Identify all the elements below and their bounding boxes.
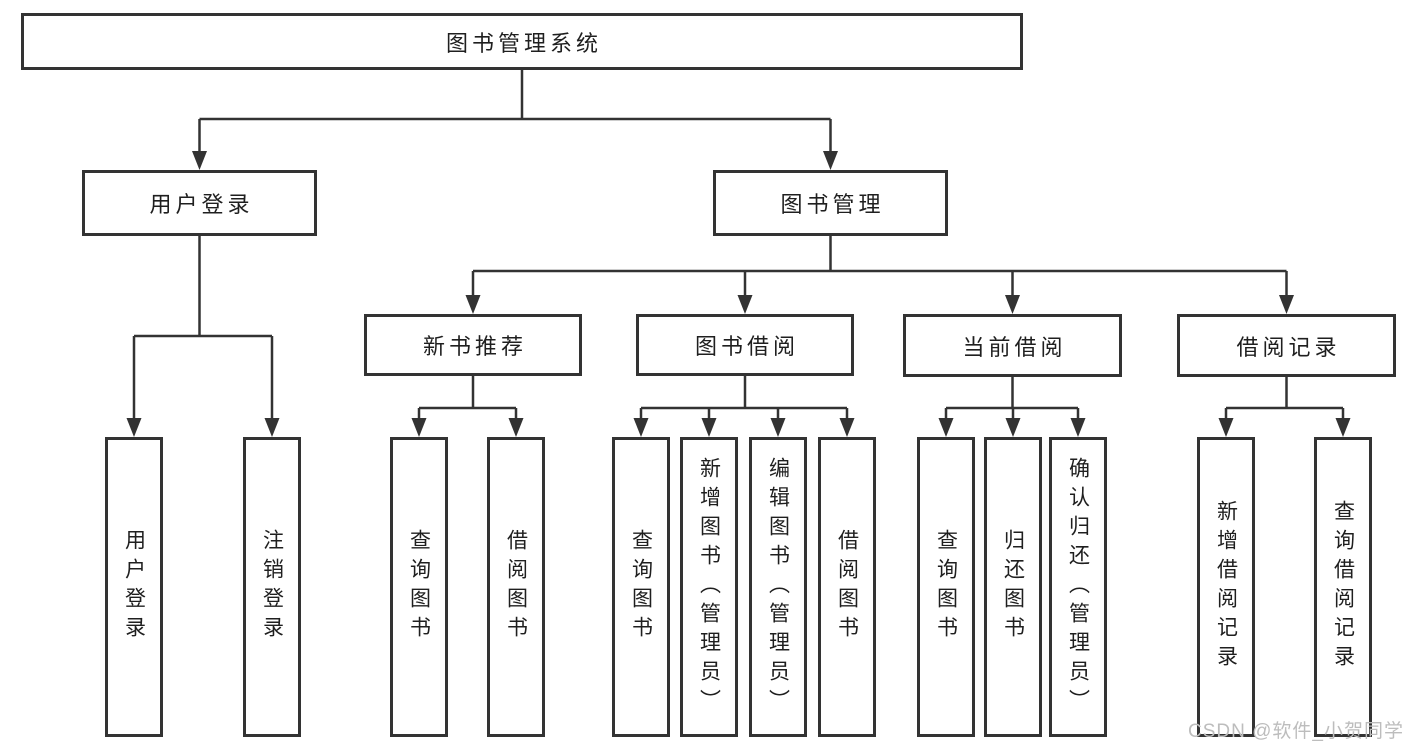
csdn-watermark: CSDN @软件_小贺同学 xyxy=(1188,721,1404,742)
leaf-label: 编辑图书（管理员） xyxy=(766,456,790,718)
node-book-management: 图书管理 xyxy=(713,170,948,236)
leaf-label: 归还图书 xyxy=(1001,529,1025,645)
node-label: 图书管理 xyxy=(780,192,885,217)
node-library-management-system: 图书管理系统 xyxy=(21,13,1023,70)
leaf-label: 查询借阅记录 xyxy=(1331,500,1355,674)
leaf-borrow-books-borrowing: 借阅图书 xyxy=(818,437,876,737)
leaf-edit-book-admin: 编辑图书（管理员） xyxy=(749,437,807,737)
leaf-borrow-books-recommend: 借阅图书 xyxy=(487,437,545,737)
leaf-query-books-current: 查询图书 xyxy=(917,437,975,737)
leaf-label: 查询图书 xyxy=(629,529,653,645)
node-book-borrowing: 图书借阅 xyxy=(636,314,854,376)
leaf-return-book: 归还图书 xyxy=(984,437,1042,737)
leaf-query-books-recommend: 查询图书 xyxy=(390,437,448,737)
node-label: 当前借阅 xyxy=(962,334,1067,360)
leaf-label: 借阅图书 xyxy=(504,529,528,645)
leaf-confirm-return-admin: 确认归还（管理员） xyxy=(1049,437,1107,737)
leaf-label: 新增借阅记录 xyxy=(1214,500,1238,674)
leaf-add-borrow-record: 新增借阅记录 xyxy=(1197,437,1255,737)
node-label: 新书推荐 xyxy=(422,334,527,359)
node-user-login-group: 用户登录 xyxy=(82,170,317,236)
leaf-label: 借阅图书 xyxy=(835,529,859,645)
leaf-query-books-borrowing: 查询图书 xyxy=(612,437,670,737)
node-label: 用户登录 xyxy=(149,192,254,217)
node-label: 借阅记录 xyxy=(1236,334,1341,360)
leaf-query-borrow-record: 查询借阅记录 xyxy=(1314,437,1372,737)
node-label: 图书管理系统 xyxy=(445,30,602,56)
node-label: 图书借阅 xyxy=(694,334,799,359)
leaf-label: 用户登录 xyxy=(122,529,146,645)
leaf-add-book-admin: 新增图书（管理员） xyxy=(680,437,738,737)
node-current-borrowing: 当前借阅 xyxy=(903,314,1122,377)
leaf-label: 查询图书 xyxy=(407,529,431,645)
leaf-label: 查询图书 xyxy=(934,529,958,645)
leaf-label: 新增图书（管理员） xyxy=(697,456,721,718)
arrowheads xyxy=(126,151,1351,437)
node-borrowing-records: 借阅记录 xyxy=(1177,314,1396,377)
leaf-user-login: 用户登录 xyxy=(105,437,163,737)
leaf-label: 注销登录 xyxy=(260,529,284,645)
node-new-book-recommendation: 新书推荐 xyxy=(364,314,582,376)
leaf-label: 确认归还（管理员） xyxy=(1066,456,1090,718)
leaf-logout: 注销登录 xyxy=(243,437,301,737)
